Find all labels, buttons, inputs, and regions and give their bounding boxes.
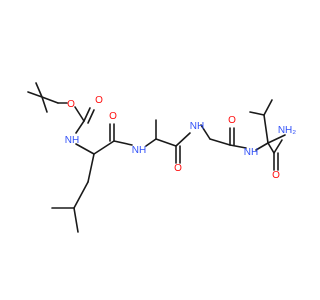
bond (41, 96, 59, 104)
bond (267, 134, 286, 144)
bond (83, 107, 91, 122)
bond (229, 144, 247, 149)
bond (200, 124, 211, 140)
bond (73, 207, 79, 233)
bond (73, 181, 89, 209)
bond (87, 153, 95, 183)
bond (113, 140, 133, 146)
bond (273, 139, 283, 154)
bond (75, 120, 85, 134)
bond (41, 96, 48, 113)
bond (255, 142, 269, 151)
bond (35, 82, 43, 98)
bond (209, 138, 231, 146)
bond (175, 132, 191, 147)
bond (249, 111, 265, 116)
nitrogen-atom-label: NH (190, 121, 204, 132)
bond-layer (27, 82, 286, 233)
structure-drawing: O O O O O O NH NH NH NH NH₂ (27, 82, 297, 233)
oxygen-atom-label: O (95, 95, 103, 106)
bond (155, 138, 177, 147)
nitrogen-atom-label: NH (65, 135, 79, 146)
nitrogen-atom-label: NH (244, 147, 258, 158)
bond (87, 109, 95, 124)
oxygen-atom-label: O (228, 115, 236, 126)
bond (267, 142, 275, 154)
bond (27, 91, 43, 98)
bond (75, 143, 95, 155)
bond (145, 138, 157, 147)
nitrogen-atom-label: NH₂ (278, 125, 296, 136)
nitrogen-atom-label: NH (132, 145, 146, 156)
bond (263, 99, 273, 116)
oxygen-atom-label: O (109, 111, 117, 122)
oxygen-atom-label: O (174, 163, 182, 174)
molecule-diagram: O O O O O O NH NH NH NH NH₂ (27, 82, 297, 233)
bond (93, 140, 115, 155)
atom-label-layer: O O O O O O NH NH NH NH NH₂ (65, 95, 297, 181)
bond (74, 106, 85, 122)
oxygen-atom-label: O (272, 170, 280, 181)
bond (263, 114, 269, 144)
oxygen-atom-label: O (67, 99, 75, 110)
